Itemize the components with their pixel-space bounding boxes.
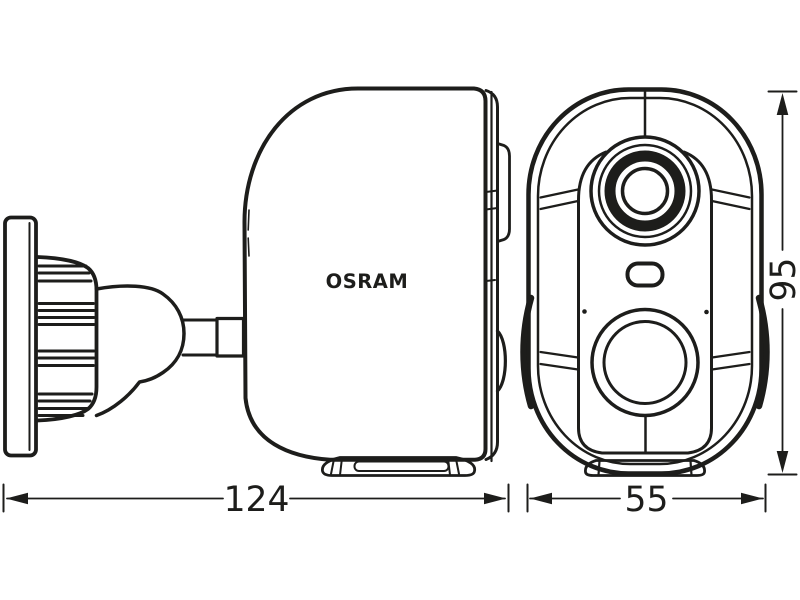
front-face-outer-line [484,89,499,461]
joint-connector [215,316,246,358]
dim-124-label: 124 [224,480,290,520]
face-seam-ticks [485,189,499,282]
front-foot-end-lines [597,459,693,477]
ball-joint-housing [94,284,186,418]
mount-knob-ribs [37,264,96,417]
dimension-overall-length: 124 [2,480,510,520]
dim-55-left-arrow [530,492,552,505]
joint-neck-lines [181,318,218,357]
dim-95-end-ticks [767,90,798,476]
wall-mount [3,215,246,458]
lower-left-seam-lines [539,350,580,371]
wall-plate [3,215,38,458]
lens-ring-2 [597,143,693,239]
dimension-body-width: 55 [526,480,767,520]
lens-housing-bump [496,142,511,243]
mount-knob-outline [35,255,99,423]
camera-body-side: OSRAM [242,86,511,477]
dim-55-right-arrow [741,492,763,505]
dim-124-end-ticks [2,483,510,513]
dimension-body-height: 95 [764,90,800,476]
lens-ring-thick [604,150,686,232]
dim-95-top-arrow [776,93,789,115]
side-view: OSRAM [3,86,511,477]
camera-lens [589,135,701,247]
right-screw-dot [704,309,709,315]
right-side-bulge [755,294,770,410]
upper-left-seam-lines [539,188,580,211]
dim-55-end-ticks [526,483,767,513]
dim-124-left-arrow [6,492,28,505]
lens-aperture [620,166,670,216]
status-light-pill [625,261,665,288]
front-view [520,87,770,477]
upper-right-seam-lines [710,188,751,211]
left-screw-dot [582,309,587,314]
body-outline-front [526,87,764,476]
dim-95-label: 95 [764,258,800,302]
dim-95-bottom-arrow [776,451,789,473]
speaker [590,307,700,418]
lens-ring-outer [589,135,701,247]
brand-logo-text: OSRAM [326,270,409,293]
body-seam-dashes [247,209,250,257]
lower-right-seam-lines [710,350,751,371]
front-foot-outline [584,459,706,477]
side-foot [321,456,477,477]
dim-124-right-arrow [484,492,506,505]
dim-55-label: 55 [625,480,669,520]
front-foot [584,459,706,477]
side-foot-hatches [330,457,460,476]
body-outline-side [242,86,488,462]
side-foot-outline [321,456,477,477]
speaker-ring-outer [590,307,700,418]
side-foot-inner [353,460,450,472]
left-side-bulge [520,294,535,410]
speaker-bump [495,329,507,393]
speaker-ring-inner [602,320,688,405]
